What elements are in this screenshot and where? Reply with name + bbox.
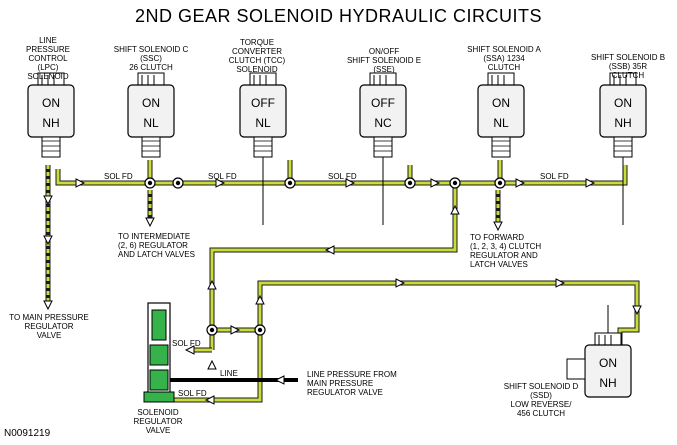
junction-dot-4-center	[452, 180, 458, 186]
solenoid-tcc: OFF NL	[239, 72, 287, 225]
solenoid-ssb-nozzle	[613, 136, 633, 158]
ssc-output-arrow	[145, 217, 155, 228]
line-labels: SOL FD SOL FD SOL FD SOL FD SOL FD SOL FD LINE	[104, 172, 569, 398]
solenoid-ssb-mode: NH	[614, 116, 631, 130]
left-riser-arrow	[207, 279, 217, 290]
ssd-feed-arrow-3	[632, 305, 642, 316]
regulator-to-bus-edge	[209, 183, 458, 350]
lpc-flow-arrow-2	[43, 235, 53, 246]
solenoid-ssa-nozzle	[491, 136, 511, 158]
regulator-spool-mid	[149, 344, 169, 366]
ssa-output-arrow	[493, 221, 503, 232]
left-riser-arrow-2	[207, 359, 217, 370]
line-label-line: LINE	[220, 369, 238, 378]
ssd-feed-edge	[212, 280, 640, 345]
ssd-feed-arrow-2	[555, 278, 566, 288]
ssc-label: SHIFT SOLENOID C(SSC)26 CLUTCH	[113, 45, 189, 72]
riser-arrow	[450, 204, 460, 215]
diagram-title: 2ND GEAR SOLENOID HYDRAULIC CIRCUITS	[134, 6, 543, 26]
solenoid-lpc: ON NH	[27, 72, 75, 158]
solenoid-ssd: ON NH	[566, 305, 632, 398]
bus-arrow-1	[75, 178, 86, 188]
solenoid-ssb-state: ON	[614, 96, 632, 110]
line-arrow	[274, 375, 285, 385]
solenoid-ssd-nozzle	[566, 358, 586, 380]
junction-dot-1-center	[175, 180, 181, 186]
sol-fd-bus	[56, 165, 627, 185]
solenoid-sse-state: OFF	[371, 96, 395, 110]
bus-arrow-2	[215, 178, 226, 188]
solenoid-ssb: ON NH	[599, 72, 647, 225]
line-label-sol-fd-5: SOL FD	[172, 339, 201, 348]
solenoid-ssc-mode: NL	[143, 116, 159, 130]
junction-dot-7-center	[257, 327, 263, 333]
junction-dot-2-center	[287, 180, 293, 186]
line-label-sol-fd-1: SOL FD	[104, 172, 133, 181]
solenoid-ssc-nozzle	[141, 136, 161, 158]
regulator-spool-upper	[151, 309, 167, 341]
line-label-sol-fd-6: SOL FD	[178, 389, 207, 398]
ssd-riser-arrow	[255, 294, 265, 305]
solenoid-ssa: ON NL	[477, 72, 525, 158]
solenoid-ssd-mode: NH	[599, 376, 616, 390]
sol-fd-lower	[160, 330, 262, 402]
ssd-feed-arrow-1	[395, 278, 406, 288]
lpc-output-arrow	[43, 300, 53, 311]
junction-dot-5-center	[497, 180, 503, 186]
bus-arrow-4	[430, 178, 441, 188]
junction-dot-6-center	[209, 327, 215, 333]
ssd-feed	[212, 281, 639, 345]
solenoid-ssa-state: ON	[492, 96, 510, 110]
sol-fd-upper-arrow	[184, 345, 195, 355]
solenoid-tcc-mode: NL	[255, 116, 271, 130]
solenoid-sse: OFF NC	[359, 72, 407, 225]
regulator-to-bus	[210, 183, 457, 350]
junction-dot-0-center	[147, 180, 153, 186]
bus-arrow-5	[515, 178, 526, 188]
solenoid-sse-mode: NC	[374, 116, 392, 130]
solenoid-ssc: ON NL	[127, 72, 175, 158]
solenoid-ssd-state: ON	[599, 356, 617, 370]
junction-dot-3-center	[407, 180, 413, 186]
solenoid-tcc-state: OFF	[251, 96, 275, 110]
line-label-sol-fd-4: SOL FD	[540, 172, 569, 181]
figure-code: N0091219	[4, 428, 51, 439]
solenoid-tcc-nozzle	[253, 136, 273, 158]
solenoid-lpc-nozzle	[41, 136, 61, 158]
junctions	[144, 177, 506, 336]
lpc-flow-arrow-1	[43, 195, 53, 206]
ssd-label: SHIFT SOLENOID D(SSD)LOW REVERSE/456 CLU…	[503, 382, 579, 418]
bus-arrow-6	[585, 178, 596, 188]
solenoid-sse-nozzle	[373, 136, 393, 158]
solenoid-lpc-mode: NH	[42, 116, 59, 130]
line-label-sol-fd-3: SOL FD	[328, 172, 357, 181]
bus-arrow-3	[345, 178, 356, 188]
mid-arrow	[230, 325, 241, 335]
upper-return-arrow	[324, 245, 335, 255]
fluid-lines	[43, 160, 642, 405]
regulator-spool-lower	[149, 369, 169, 391]
regulator-base	[143, 391, 175, 403]
solenoid-lpc-state: ON	[42, 96, 60, 110]
line-label-sol-fd-2: SOL FD	[208, 172, 237, 181]
solenoid-ssa-mode: NL	[493, 116, 509, 130]
regulator-valve	[143, 302, 175, 403]
lower-arrow	[204, 395, 215, 405]
solenoid-ssc-state: ON	[142, 96, 160, 110]
solenoids: ON NH ON NL OFF NL OFF NC ON NL ON NH ON NH	[27, 72, 647, 398]
